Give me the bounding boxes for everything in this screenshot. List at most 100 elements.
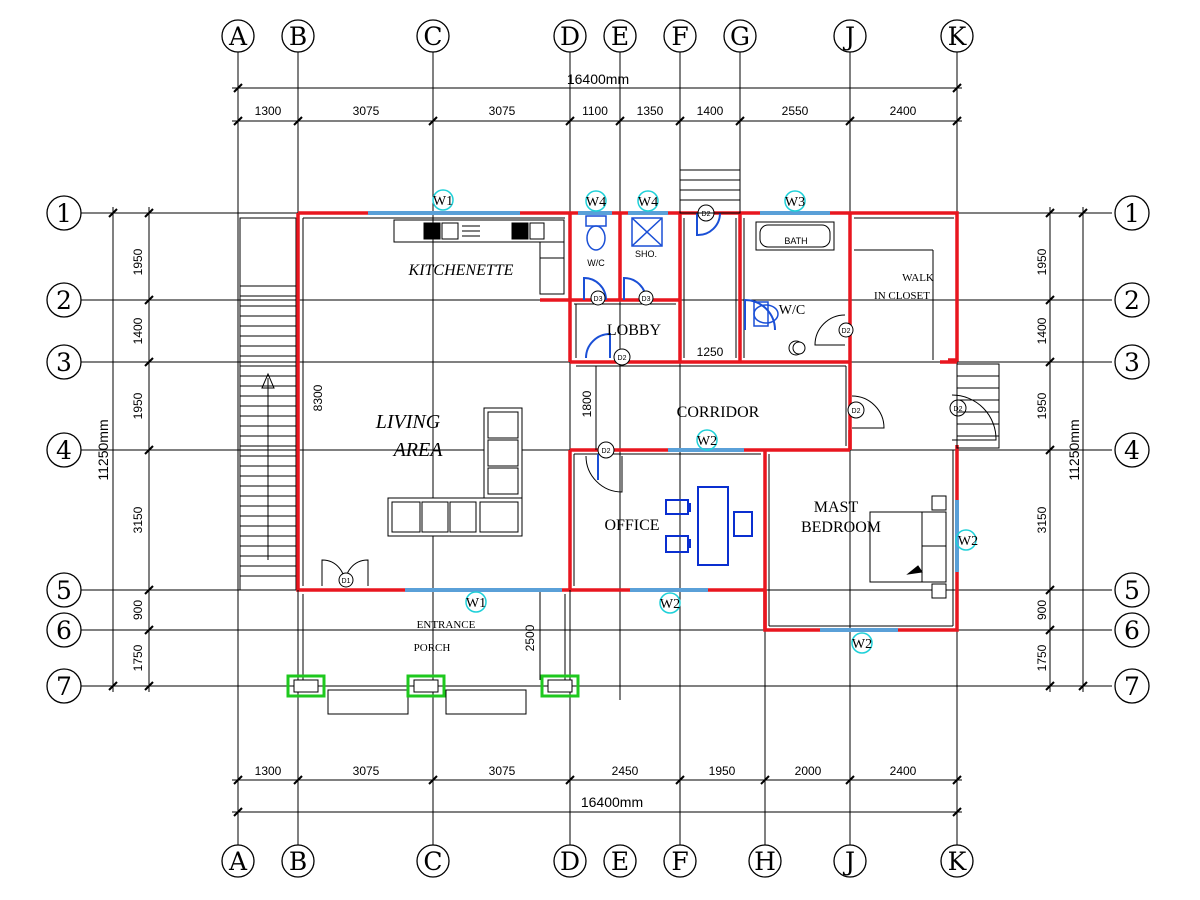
grid-label-top-9: K <box>948 22 968 51</box>
room-label-porch-2: PORCH <box>414 642 451 654</box>
window-tag-w4-left: W4 <box>586 195 606 210</box>
grid-label-bottom-4: D <box>560 847 580 876</box>
right-dim-4: 3150 <box>1035 506 1049 533</box>
room-label-corridor: CORRIDOR <box>677 404 760 421</box>
row-label-left-5: 5 <box>56 576 72 605</box>
row-label-right-7: 7 <box>1124 672 1140 701</box>
row-label-right-3: 3 <box>1124 348 1140 377</box>
porch-columns <box>286 674 580 698</box>
door-tag-d3-wc: D3 <box>594 296 603 303</box>
door-tag-d2-wc: D2 <box>842 328 851 335</box>
grid-label-bottom-3: C <box>423 847 442 876</box>
dim-porch-depth: 2500 <box>523 624 537 651</box>
grid-label-top-4: D <box>560 22 580 51</box>
door-tag-d2-closet: D2 <box>852 408 861 415</box>
grid-label-top-3: C <box>423 22 442 51</box>
grid-label-bottom-2: B <box>289 847 307 876</box>
door-tag-d3-sho: D3 <box>642 296 651 303</box>
room-label-lobby: LOBBY <box>607 322 662 339</box>
grid-label-bottom-1: A <box>228 847 248 876</box>
left-dim-4: 3150 <box>131 506 145 533</box>
right-dim-2: 1400 <box>1035 317 1049 344</box>
top-dim-6: 1400 <box>697 104 724 118</box>
left-dim-1: 1950 <box>131 248 145 275</box>
grid-label-bottom-9: K <box>948 847 968 876</box>
room-label-walk-1: WALK <box>902 272 934 284</box>
side-dimension-lines <box>108 207 1088 692</box>
row-label-left-4: 4 <box>56 436 72 465</box>
room-label-bath: BATH <box>784 236 807 246</box>
right-dim-6: 1750 <box>1035 644 1049 671</box>
grid-label-bottom-7: H <box>754 847 776 876</box>
window-tag-w3-top: W3 <box>785 195 805 210</box>
wc-shower-fixtures <box>585 215 779 327</box>
left-dim-5: 900 <box>131 600 145 620</box>
top-dim-4: 1100 <box>582 104 608 118</box>
internal-stair-top <box>679 169 741 214</box>
grid-label-bottom-8: J <box>842 847 855 876</box>
right-total-dimension: 11250mm <box>1066 419 1082 480</box>
grid-label-bottom-5: E <box>611 847 629 876</box>
left-dim-2: 1400 <box>131 317 145 344</box>
dim-corridor-width: 1250 <box>697 345 724 359</box>
office-desk <box>665 486 753 566</box>
entrance-porch <box>297 590 580 715</box>
top-grid-bubbles <box>221 19 974 53</box>
bottom-dim-5: 1950 <box>709 764 736 778</box>
row-label-left-7: 7 <box>56 672 72 701</box>
room-label-kitchenette: KITCHENETTE <box>408 262 514 279</box>
bottom-dim-6: 2000 <box>795 764 822 778</box>
window-tag-circles <box>432 189 977 654</box>
bottom-dimension-lines <box>232 775 962 817</box>
row-label-right-4: 4 <box>1124 436 1140 465</box>
left-external-stair <box>239 217 297 591</box>
internal-stair-east <box>956 363 1000 449</box>
bottom-dim-3: 3075 <box>489 764 516 778</box>
right-dim-5: 900 <box>1035 600 1049 620</box>
room-label-office: OFFICE <box>604 517 659 534</box>
grid-label-top-6: F <box>671 22 688 51</box>
bottom-dim-7: 2400 <box>890 764 917 778</box>
row-label-right-2: 2 <box>1124 286 1140 315</box>
bed <box>869 495 947 599</box>
top-dim-3: 3075 <box>489 104 516 118</box>
window-tag-w2-east: W2 <box>958 534 978 549</box>
room-label-living-1: LIVING <box>375 411 441 433</box>
room-label-living-2: AREA <box>392 439 444 461</box>
row-label-left-6: 6 <box>56 616 72 645</box>
kitchen-counter <box>393 219 565 295</box>
row-label-left-1: 1 <box>56 199 72 228</box>
basins <box>792 341 806 355</box>
grid-label-bottom-6: F <box>671 847 688 876</box>
left-dim-6: 1750 <box>131 644 145 671</box>
window-tag-w2-office-south: W2 <box>660 597 680 612</box>
left-total-dimension: 11250mm <box>95 419 111 480</box>
room-label-bedroom-2: BEDROOM <box>801 519 881 536</box>
top-dim-1: 1300 <box>255 104 282 118</box>
row-label-right-5: 5 <box>1124 576 1140 605</box>
room-label-shower: SHO. <box>635 249 657 259</box>
door-tag-d2-lobby: D2 <box>618 355 627 362</box>
top-dim-2: 3075 <box>353 104 380 118</box>
bottom-dim-1: 1300 <box>255 764 282 778</box>
window-tag-w1-top: W1 <box>433 194 453 209</box>
room-label-bedroom-1: MAST <box>814 499 859 516</box>
right-dim-1: 1950 <box>1035 248 1049 275</box>
dim-living-height: 8300 <box>311 384 325 411</box>
door-swings-dark <box>321 314 997 587</box>
top-total-dimension: 16400mm <box>567 71 629 87</box>
dim-lobby-drop: 1800 <box>580 390 594 417</box>
grid-label-top-2: B <box>289 22 307 51</box>
door-tag-d2-stair: D2 <box>702 211 711 218</box>
room-label-walk-2: IN CLOSET <box>874 290 930 302</box>
bathtub <box>755 221 835 251</box>
grid-label-top-5: E <box>611 22 629 51</box>
top-dim-5: 1350 <box>637 104 664 118</box>
bottom-grid-bubbles <box>221 844 974 878</box>
door-tag-d2-office: D2 <box>602 448 611 455</box>
row-label-right-6: 6 <box>1124 616 1140 645</box>
bottom-dim-4: 2450 <box>612 764 639 778</box>
bottom-dim-2: 3075 <box>353 764 380 778</box>
grid-label-top-7: G <box>730 22 750 51</box>
